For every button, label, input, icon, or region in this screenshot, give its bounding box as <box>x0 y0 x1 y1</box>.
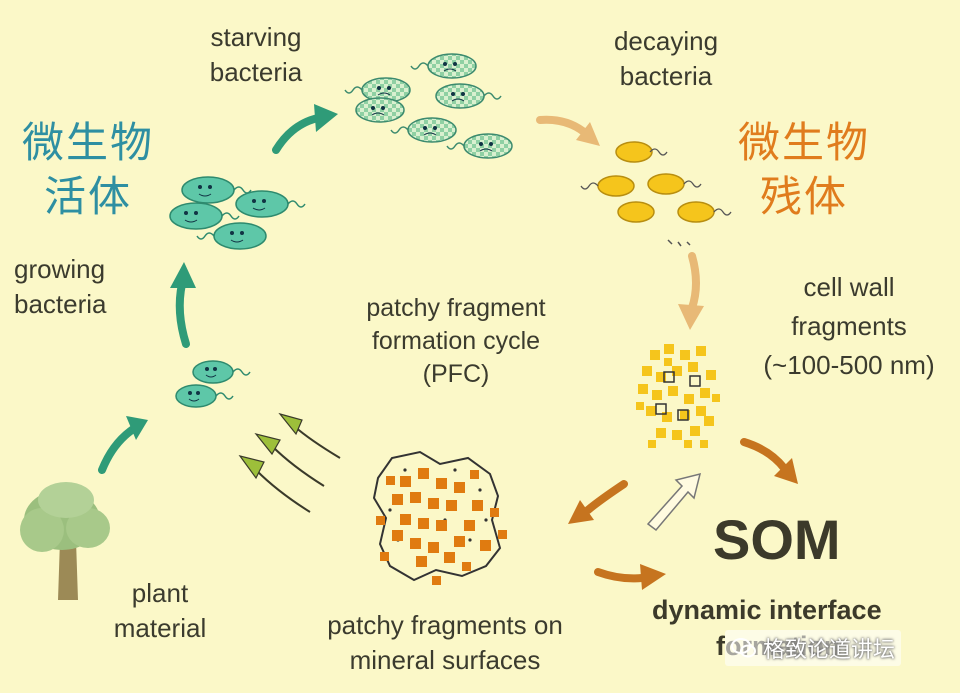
bacterium-starving <box>410 53 477 79</box>
arrow-to-mineral <box>568 480 628 524</box>
bacterium-dead <box>677 201 732 223</box>
bacterium-dead <box>580 175 635 197</box>
growing-bacteria-label: growing bacteria <box>14 254 107 319</box>
cell-wall-fragments <box>636 344 720 448</box>
arrows-pfc <box>238 412 341 513</box>
bacterium-live <box>169 202 240 230</box>
bacterium-starving <box>446 133 513 159</box>
watermark-text: 格致论道讲坛 <box>763 638 896 663</box>
wechat-icon <box>731 638 756 658</box>
arrow-growing-up <box>170 262 196 348</box>
bacterium-live <box>196 222 267 250</box>
bacterium-dead <box>615 141 668 163</box>
bacterium-starving <box>344 77 411 103</box>
arrow-decaying-to-fragments <box>678 252 704 330</box>
arrow-outline-to-fragments <box>646 472 702 532</box>
arrow-fragments-to-som <box>740 438 798 484</box>
starving-bacteria-label: starving bacteria <box>209 22 303 87</box>
bacterium-dead <box>617 201 655 223</box>
bacterium-dead <box>647 173 702 195</box>
bacterium-starving <box>390 117 457 143</box>
cell-wall-fragments-label: cell wall fragments (~100-500 nm) <box>763 272 935 380</box>
mineral-surface <box>372 450 507 585</box>
bacterium-starving <box>435 83 502 109</box>
bacterium-live <box>181 176 252 204</box>
microbial-living-cjk-label: 微生物 活体 <box>21 118 154 221</box>
bacterium-live <box>175 384 234 408</box>
bacterium-live <box>192 360 251 384</box>
starving-bacteria-cluster <box>344 53 513 159</box>
bacterium-live <box>235 190 306 218</box>
arrow-mineral-to-som <box>594 564 666 590</box>
watermark: 格致论道讲坛 <box>725 630 902 666</box>
mineral-dots <box>388 468 488 562</box>
tree-icon <box>20 482 110 600</box>
microbial-residue-cjk-label: 微生物 残体 <box>737 118 870 221</box>
pfc-label: patchy fragment formation cycle (PFC) <box>366 294 546 388</box>
arrow-growing-to-starving <box>272 104 338 154</box>
decaying-bacteria-cluster <box>580 141 732 247</box>
arrow-starving-to-decaying <box>536 115 600 146</box>
decaying-bacteria-label: decaying bacteria <box>613 26 719 91</box>
patchy-fragments <box>376 468 507 585</box>
cell-wall-fragment-outlines <box>655 371 701 421</box>
patchy-fragments-label: patchy fragments on mineral surfaces <box>327 610 563 675</box>
arrow-plant-to-growing <box>98 416 148 474</box>
growing-bacteria-cluster <box>169 176 306 250</box>
bacterium-starving <box>355 97 405 123</box>
plant-material-label: plant material <box>113 578 207 643</box>
growing-bacteria-small-cluster <box>175 360 251 408</box>
som-label: SOM <box>713 508 841 571</box>
